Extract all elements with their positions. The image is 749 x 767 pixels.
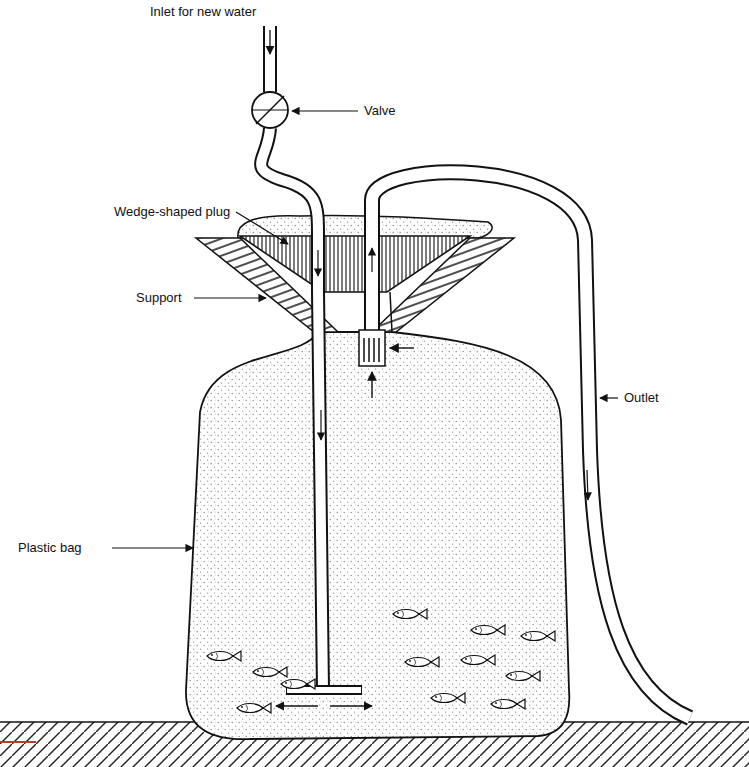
flow-arrow xyxy=(390,347,414,348)
leaders xyxy=(112,111,618,548)
part-label: Plastic bag xyxy=(16,540,84,556)
outlet-pipe xyxy=(372,172,690,718)
flow-arrow xyxy=(317,250,318,276)
fish xyxy=(405,657,439,667)
wedge-plug xyxy=(240,236,470,292)
fish xyxy=(506,671,540,681)
leader-line xyxy=(236,212,288,244)
filter-slits xyxy=(364,338,379,362)
fish xyxy=(491,699,525,709)
fish xyxy=(237,703,271,713)
part-label: Inlet for new water xyxy=(148,4,258,20)
part-label: Wedge-shaped plug xyxy=(112,204,232,220)
flow-arrow xyxy=(330,705,372,706)
part-label: Valve xyxy=(362,103,398,119)
fish xyxy=(521,631,555,641)
fish xyxy=(207,651,241,661)
outlet-pipe-outer xyxy=(372,172,690,718)
valve-body xyxy=(252,92,288,128)
valve xyxy=(252,92,288,128)
fish xyxy=(431,693,465,703)
inlet-pipe xyxy=(261,26,372,706)
flow-arrow xyxy=(276,705,318,706)
filter xyxy=(359,330,414,398)
water-stipple xyxy=(186,332,569,739)
valve-line xyxy=(252,110,288,111)
fish xyxy=(471,625,505,635)
flow-arrow xyxy=(371,372,372,398)
part-label: Outlet xyxy=(622,390,661,406)
outlet-pipe-inner xyxy=(372,172,690,718)
leader-line xyxy=(194,297,266,298)
fish-group xyxy=(207,609,555,713)
margin-mark xyxy=(0,741,36,743)
fish xyxy=(253,667,287,677)
flow-arrow xyxy=(587,470,588,500)
flow-arrow xyxy=(269,30,270,54)
wedge-plug-hatch xyxy=(240,236,470,292)
flow-arrow xyxy=(371,248,372,272)
leader-line xyxy=(600,397,618,398)
fish xyxy=(461,655,495,665)
plastic-bag xyxy=(186,332,569,739)
fish xyxy=(281,679,315,689)
part-label: Support xyxy=(134,290,184,306)
filter-body xyxy=(359,330,385,366)
fish xyxy=(393,609,427,619)
flow-arrow xyxy=(320,410,321,440)
leader-line xyxy=(112,547,193,548)
leader-line xyxy=(292,110,358,111)
bag-neck xyxy=(318,292,392,332)
